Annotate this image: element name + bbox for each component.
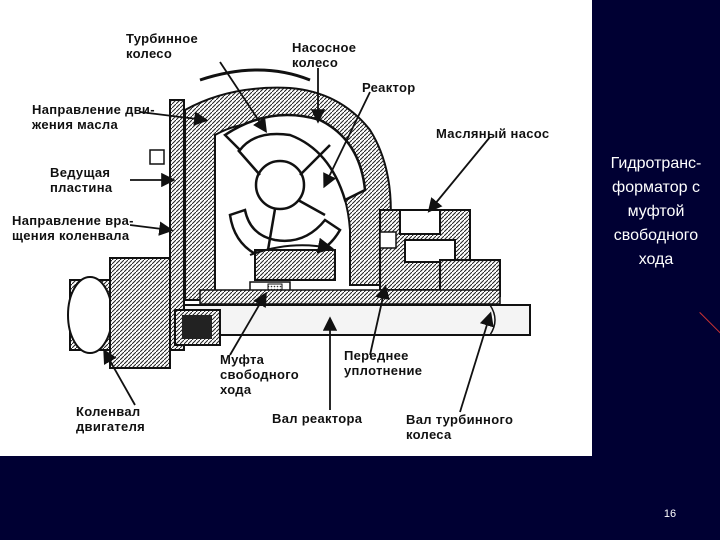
torque-converter-drawing (67, 61, 531, 413)
freewheel-clutch (174, 309, 221, 346)
base-plate (199, 289, 501, 305)
label-engine-crankshaft: Коленвал двигателя (76, 404, 146, 434)
label-freewheel-clutch: Муфта свободного хода (220, 352, 300, 397)
torus (223, 113, 367, 262)
page-number: 16 (663, 508, 677, 520)
label-reactor-shaft: Вал реактора (272, 411, 363, 426)
label-oil-flow-direction: Направление дви- жения масла (32, 102, 155, 132)
label-pump-wheel: Насосное колесо (292, 40, 357, 70)
label-crankshaft-rotation: Направление вра- щения коленвала (12, 213, 134, 243)
label-oil-pump: Масляный насос (436, 126, 550, 141)
label-turbine-wheel: Турбинное колесо (126, 31, 199, 61)
slide-caption: Гидротранс- форматор с муфтой свободного… (610, 155, 702, 268)
label-reactor: Реактор (362, 80, 416, 95)
shaft (179, 304, 531, 336)
label-drive-plate: Ведущая пластина (50, 165, 113, 195)
crankshaft (67, 257, 181, 369)
label-front-seal: Переднее уплотнение (344, 348, 423, 378)
oil-pump (379, 209, 501, 297)
torque-converter-diagram: Турбинное колесо Насосное колесо Реактор… (0, 0, 592, 456)
reactor-hub (249, 249, 336, 297)
flow-arrow (249, 237, 334, 256)
decorative-line (699, 312, 720, 334)
label-turbine-shaft: Вал турбинного колеса (406, 412, 514, 442)
leader-lines (103, 61, 494, 413)
